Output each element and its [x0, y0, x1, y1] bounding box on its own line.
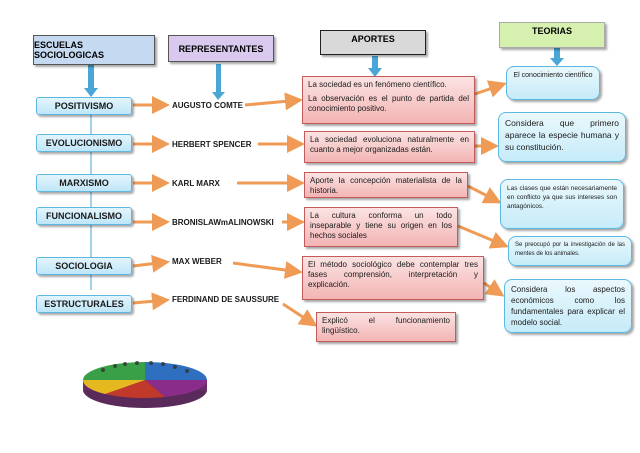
aporte-comte-line2: La observación es el punto de partida de…	[308, 94, 469, 113]
rep-spencer: HERBERT SPENCER	[172, 140, 252, 149]
teoria-5: Considera los aspectos económicos como l…	[504, 279, 632, 333]
school-marxismo: MARXISMO	[36, 174, 132, 192]
rep-malinowski: BRONISLAWmALINOWSKI	[172, 218, 274, 227]
header-escuelas: ESCUELAS SOCIOLOGICAS	[33, 35, 155, 65]
rep-saussure: FERDINAND DE SAUSSURE	[172, 295, 280, 304]
aporte-malinowski: La cultura conforma un todo inseparable …	[304, 207, 458, 247]
school-arrows	[132, 96, 170, 311]
school-funcionalismo: FUNCIONALISMO	[36, 207, 132, 225]
header-teorias: TEORIAS	[499, 22, 605, 48]
aporte-weber: El método sociológico debe contemplar tr…	[302, 256, 484, 300]
teoria-arrows	[457, 80, 509, 297]
teoria-3: Las clases que están necesariamente en c…	[500, 179, 624, 229]
pie-chart-image	[82, 361, 207, 408]
aporte-spencer: La sociedad evoluciona naturalmente en c…	[304, 131, 475, 163]
teoria-1: El conocimiento científico	[506, 66, 600, 100]
school-evolucionismo: EVOLUCIONISMO	[36, 134, 132, 152]
header-representantes: REPRESENTANTES	[168, 35, 274, 62]
school-positivismo: POSITIVISMO	[36, 97, 132, 115]
aporte-saussure: Explicó el funcionamiento lingüístico.	[316, 312, 456, 342]
aporte-comte-line1: La sociedad es un fenómeno científico.	[308, 80, 447, 89]
school-sociologia: SOCIOLOGIA	[36, 257, 132, 275]
teoria-4: Se preocupó por la investigación de las …	[508, 236, 632, 266]
rep-arrows	[232, 92, 318, 327]
aporte-comte: La sociedad es un fenómeno científico. L…	[302, 76, 475, 124]
rep-comte: AUGUSTO COMTE	[172, 101, 243, 110]
rep-marx: KARL MARX	[172, 179, 220, 188]
school-estructurales: ESTRUCTURALES	[36, 295, 132, 313]
aporte-marx: Aporte la concepción materialista de la …	[304, 172, 468, 198]
header-arrows	[84, 48, 564, 100]
teoria-2: Considera que primero aparece la especie…	[498, 112, 626, 162]
rep-weber: MAX WEBER	[172, 257, 222, 266]
header-aportes: APORTES	[320, 30, 426, 55]
